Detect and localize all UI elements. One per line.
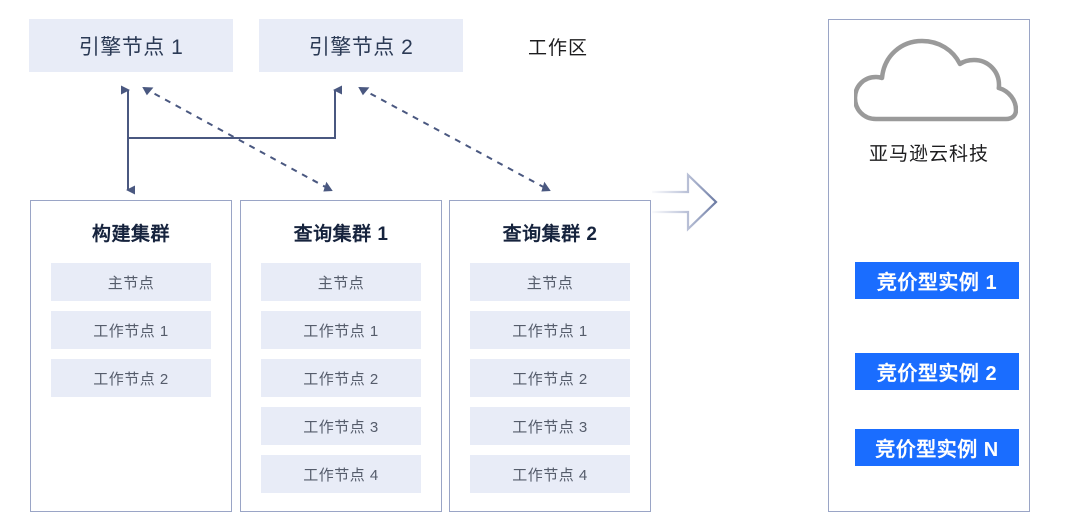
node-chip: 工作节点 4 (261, 455, 421, 493)
node-chip: 工作节点 3 (261, 407, 421, 445)
cluster-title-query-2: 查询集群 2 (502, 224, 598, 245)
node-chip: 工作节点 2 (261, 359, 421, 397)
node-chip: 工作节点 3 (470, 407, 630, 445)
node-chip: 主节点 (470, 263, 630, 301)
node-list-query-1: 主节点 工作节点 1 工作节点 2 工作节点 3 工作节点 4 (241, 263, 441, 493)
node-chip: 工作节点 2 (51, 359, 211, 397)
cluster-card-query-1: 查询集群 1 主节点 工作节点 1 工作节点 2 工作节点 3 工作节点 4 (240, 200, 442, 512)
engine-node-box-1: 引擎节点 1 (29, 19, 233, 72)
cluster-title-build: 构建集群 (91, 224, 170, 245)
workspace-label: 工作区 (528, 38, 589, 59)
node-chip: 主节点 (51, 263, 211, 301)
spot-instance-box-3: 竞价型实例 N (855, 429, 1019, 466)
node-chip: 主节点 (261, 263, 421, 301)
spot-instance-box-1: 竞价型实例 1 (855, 262, 1019, 299)
node-chip: 工作节点 1 (470, 311, 630, 349)
solid-connector-group (121, 85, 342, 195)
cluster-card-query-2: 查询集群 2 主节点 工作节点 1 工作节点 2 工作节点 3 工作节点 4 (449, 200, 651, 512)
cloud-icon (854, 38, 1018, 122)
dashed-connector-1 (142, 87, 333, 192)
node-chip: 工作节点 1 (51, 311, 211, 349)
right-arrow-icon (652, 172, 718, 232)
node-chip: 工作节点 1 (261, 311, 421, 349)
spot-instance-label-2: 竞价型实例 2 (876, 363, 998, 385)
cloud-provider-label: 亚马逊云科技 (868, 144, 989, 165)
engine-node-box-2: 引擎节点 2 (259, 19, 463, 72)
engine-node-label-1: 引擎节点 1 (78, 35, 184, 59)
dashed-connector-2 (358, 87, 551, 192)
cloud-provider-panel: 亚马逊云科技 竞价型实例 1 竞价型实例 2 竞价型实例 N (828, 19, 1030, 512)
cluster-title-query-1: 查询集群 1 (293, 224, 389, 245)
spot-instance-label-3: 竞价型实例 N (875, 439, 999, 461)
engine-node-label-2: 引擎节点 2 (308, 35, 414, 59)
spot-instance-box-2: 竞价型实例 2 (855, 353, 1019, 390)
cluster-card-build: 构建集群 主节点 工作节点 1 工作节点 2 (30, 200, 232, 512)
node-chip: 工作节点 4 (470, 455, 630, 493)
node-list-query-2: 主节点 工作节点 1 工作节点 2 工作节点 3 工作节点 4 (450, 263, 650, 493)
spot-instance-label-1: 竞价型实例 1 (876, 272, 998, 294)
node-chip: 工作节点 2 (470, 359, 630, 397)
node-list-build: 主节点 工作节点 1 工作节点 2 (31, 263, 231, 397)
